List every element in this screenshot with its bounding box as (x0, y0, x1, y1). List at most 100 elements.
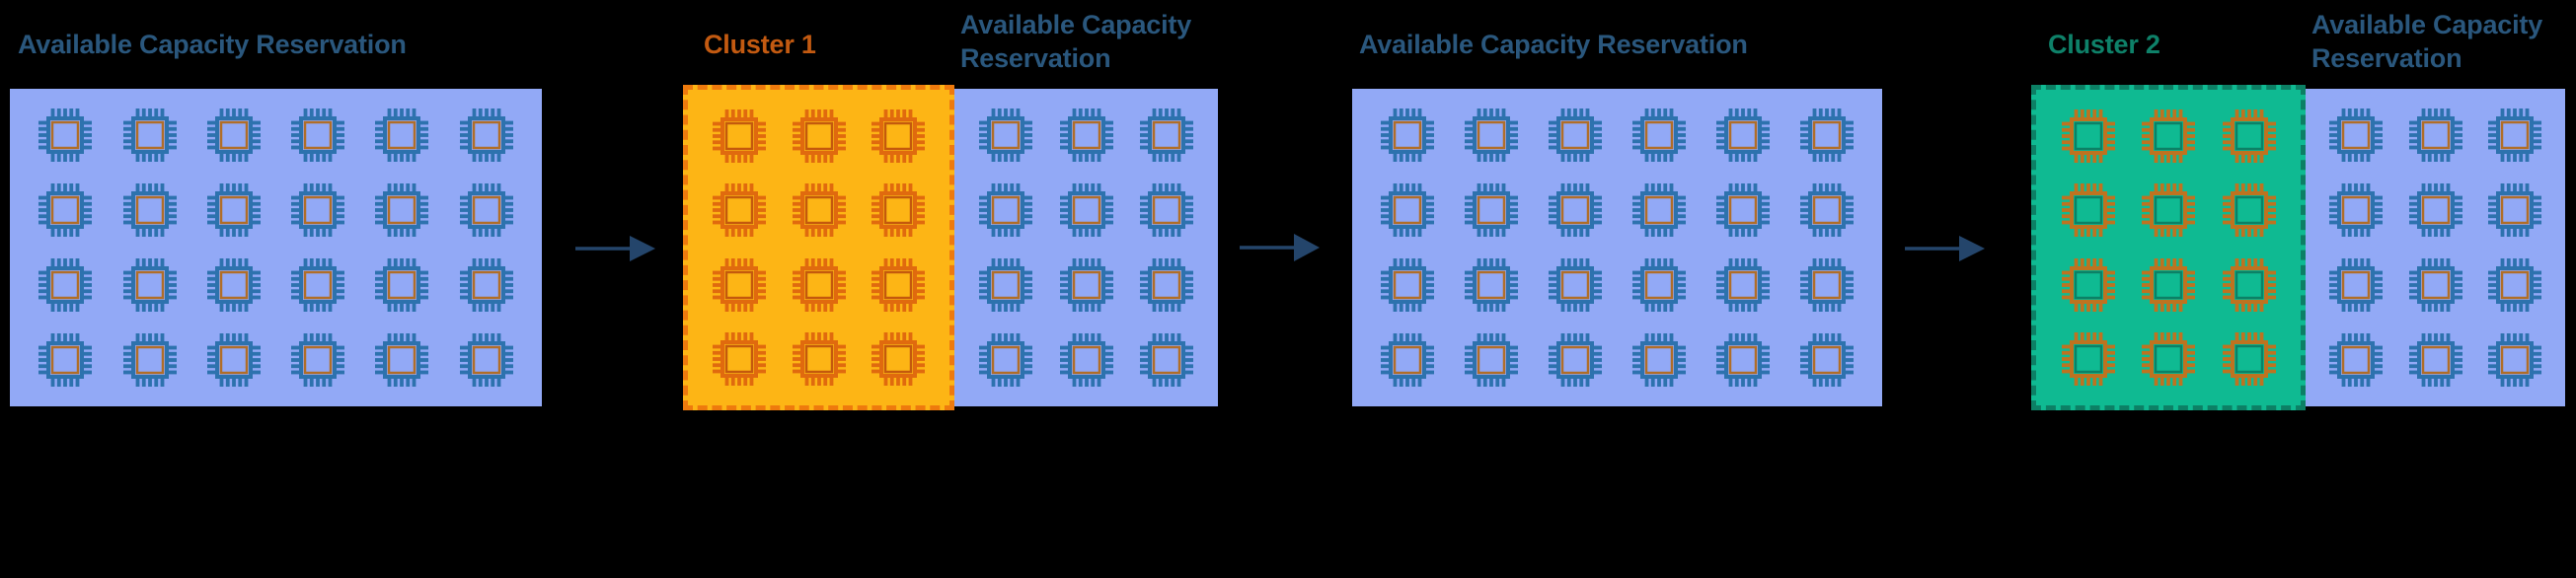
available-capacity-reservation-section-4 (2306, 89, 2565, 406)
cpu-chip-icon (1549, 183, 1602, 237)
cpu-chip-icon (459, 258, 513, 312)
cpu-chip-icon (712, 108, 766, 163)
cpu-chip-icon (2487, 108, 2541, 162)
cluster1-title: Cluster 1 (704, 30, 816, 59)
cpu-chip-icon (792, 108, 846, 163)
panel2-reservation-title: Available Capacity Reservation (960, 8, 1191, 75)
panel4-reservation-title: Available Capacity Reservation (2311, 8, 2542, 75)
cpu-chip-icon (2487, 258, 2541, 312)
cpu-chip-icon (1716, 108, 1770, 162)
cpu-chip-icon (2061, 183, 2115, 238)
cpu-chip-icon (979, 258, 1033, 312)
arrow-right-icon (575, 236, 655, 261)
cpu-chip-icon (38, 258, 93, 312)
cpu-chip-icon (1059, 333, 1113, 387)
cpu-chip-icon (871, 183, 926, 238)
cpu-chip-icon (1465, 183, 1518, 237)
cpu-chip-icon (2487, 333, 2541, 387)
cpu-chip-icon (1465, 258, 1518, 312)
cpu-chip-icon (2329, 183, 2384, 237)
cpu-chip-icon (979, 333, 1033, 387)
cpu-chip-icon (291, 333, 345, 387)
cpu-chip-icon (1632, 183, 1686, 237)
title-line-2: Reservation (2311, 43, 2462, 73)
title-line-2: Reservation (960, 43, 1111, 73)
cpu-chip-icon (291, 183, 345, 237)
cpu-chip-icon (2329, 333, 2384, 387)
cpu-chip-icon (1059, 108, 1113, 162)
cpu-chip-icon (1549, 108, 1602, 162)
cpu-chip-icon (792, 183, 846, 238)
cpu-chip-icon (871, 332, 926, 387)
cpu-chip-icon (2061, 108, 2115, 163)
cpu-chip-icon (712, 183, 766, 238)
cpu-chip-icon (2142, 257, 2195, 312)
cpu-chip-icon (1716, 333, 1770, 387)
cpu-chip-icon (459, 333, 513, 387)
cpu-chip-icon (712, 257, 766, 312)
cpu-chip-icon (375, 183, 429, 237)
cpu-chip-icon (122, 183, 177, 237)
cpu-chip-icon (1381, 258, 1434, 312)
cpu-chip-icon (2487, 183, 2541, 237)
cpu-chip-icon (38, 183, 93, 237)
cpu-chip-icon (871, 108, 926, 163)
cpu-chip-icon (1381, 333, 1434, 387)
cpu-chip-icon (2408, 333, 2462, 387)
cpu-chip-icon (712, 332, 766, 387)
cpu-chip-icon (2142, 183, 2195, 238)
cpu-chip-icon (2222, 332, 2276, 387)
cpu-chip-icon (375, 258, 429, 312)
chip-grid (688, 90, 949, 405)
cpu-chip-icon (1381, 108, 1434, 162)
cpu-chip-icon (1632, 108, 1686, 162)
cpu-chip-icon (375, 333, 429, 387)
cpu-chip-icon (2408, 108, 2462, 162)
panel3-title: Available Capacity Reservation (1359, 30, 1748, 59)
cpu-chip-icon (2222, 108, 2276, 163)
cpu-chip-icon (291, 108, 345, 162)
cpu-chip-icon (1139, 183, 1193, 237)
cpu-chip-icon (2408, 183, 2462, 237)
chip-grid (2306, 89, 2565, 406)
cpu-chip-icon (1549, 333, 1602, 387)
cpu-chip-icon (2408, 258, 2462, 312)
title-line-1: Available Capacity (960, 10, 1192, 39)
cluster1-section (683, 85, 954, 410)
cpu-chip-icon (1059, 258, 1113, 312)
cpu-chip-icon (459, 108, 513, 162)
cpu-chip-icon (1139, 108, 1193, 162)
cpu-chip-icon (1800, 183, 1854, 237)
cpu-chip-icon (979, 183, 1033, 237)
cpu-chip-icon (206, 258, 261, 312)
cpu-chip-icon (1716, 183, 1770, 237)
cluster2-section (2031, 85, 2306, 410)
chip-grid (2036, 90, 2301, 405)
cpu-chip-icon (1800, 108, 1854, 162)
cpu-chip-icon (459, 183, 513, 237)
cpu-chip-icon (375, 108, 429, 162)
available-capacity-reservation-section-2 (954, 89, 1218, 406)
arrow-right-icon (1240, 234, 1320, 261)
cpu-chip-icon (2222, 183, 2276, 238)
cpu-chip-icon (1381, 183, 1434, 237)
available-capacity-reservation-panel-1 (10, 89, 542, 406)
cpu-chip-icon (2061, 257, 2115, 312)
title-line-1: Available Capacity (2311, 10, 2543, 39)
chip-grid (954, 89, 1218, 406)
panel1-title: Available Capacity Reservation (18, 30, 407, 59)
arrow-right-icon (1905, 236, 1985, 261)
cpu-chip-icon (206, 333, 261, 387)
cpu-chip-icon (1059, 183, 1113, 237)
cluster2-title: Cluster 2 (2048, 30, 2160, 59)
cpu-chip-icon (1800, 333, 1854, 387)
cpu-chip-icon (2329, 258, 2384, 312)
cpu-chip-icon (871, 257, 926, 312)
panel-4 (2031, 85, 2565, 410)
cpu-chip-icon (206, 108, 261, 162)
cpu-chip-icon (1465, 333, 1518, 387)
cpu-chip-icon (1465, 108, 1518, 162)
cpu-chip-icon (2142, 108, 2195, 163)
cpu-chip-icon (979, 108, 1033, 162)
